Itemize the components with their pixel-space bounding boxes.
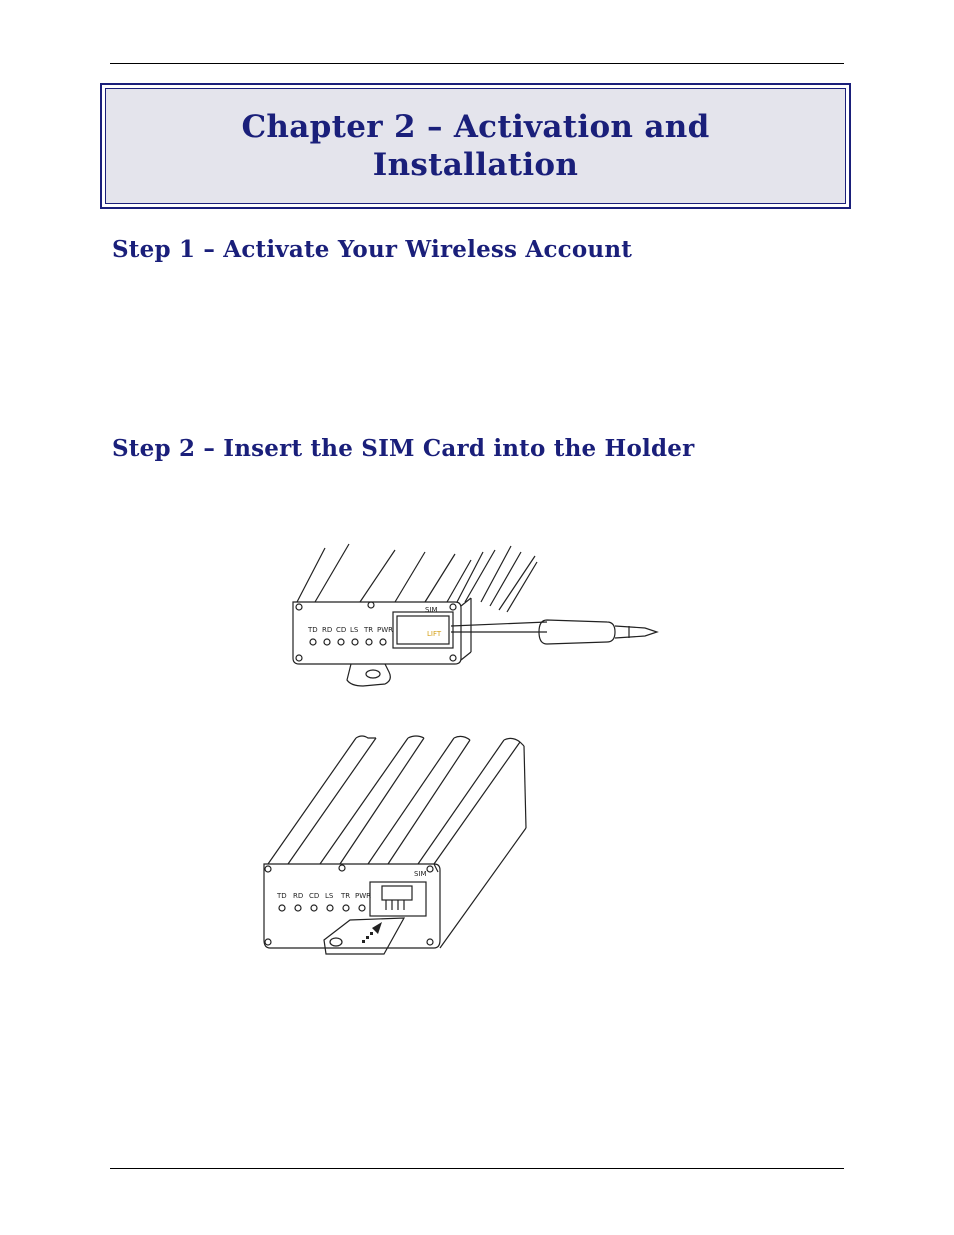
led-label-ls: LS: [350, 626, 359, 634]
chapter-title-inner: Chapter 2 – Activation and Installation: [105, 88, 846, 204]
led-label-cd: CD: [336, 626, 346, 634]
footer-rule: [110, 1168, 844, 1169]
header-rule: [110, 63, 844, 64]
led-label-rd: RD: [322, 626, 332, 634]
sim-label: SIM: [425, 606, 438, 614]
chapter-title-box: Chapter 2 – Activation and Installation: [100, 83, 851, 209]
led-label-tr: TR: [363, 626, 373, 634]
led-label-cd: CD: [309, 892, 319, 900]
chapter-title-line1: Chapter 2 – Activation and: [241, 109, 710, 145]
led-label-ls: LS: [325, 892, 334, 900]
sim-label: SIM: [414, 870, 427, 878]
step-1-heading: Step 1 – Activate Your Wireless Account: [112, 236, 633, 263]
sim-insert-illustration: TD RD CD LS TR PWR SIM: [263, 735, 527, 955]
sim-lift-illustration: TD RD CD LS TR PWR SIM LIFT: [292, 543, 659, 687]
led-label-rd: RD: [293, 892, 303, 900]
lift-label: LIFT: [427, 630, 442, 638]
led-label-td: TD: [276, 892, 287, 900]
led-label-pwr: PWR: [377, 626, 393, 634]
led-label-pwr: PWR: [355, 892, 371, 900]
led-label-tr: TR: [340, 892, 350, 900]
chapter-title-line2: Installation: [372, 147, 579, 183]
chapter-title: Chapter 2 – Activation and Installation: [196, 108, 756, 184]
led-label-td: TD: [307, 626, 318, 634]
step-2-heading: Step 2 – Insert the SIM Card into the Ho…: [112, 435, 695, 462]
